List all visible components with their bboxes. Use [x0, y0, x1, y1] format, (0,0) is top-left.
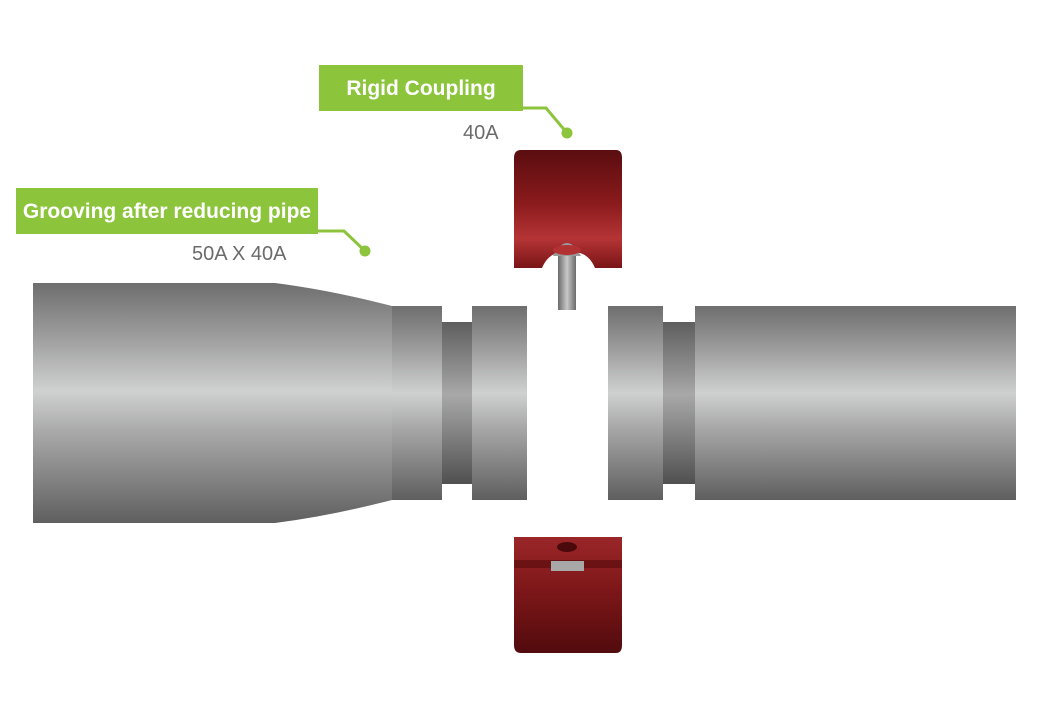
grooving-label: Grooving after reducing pipe: [16, 188, 318, 234]
right-pipe-body: [695, 306, 1016, 500]
coupling-top-half: [514, 150, 622, 310]
coupling-bolt: [558, 256, 576, 310]
left-groove: [442, 322, 472, 484]
grooving-size: 50A X 40A: [192, 243, 287, 265]
rigid-coupling-label: Rigid Coupling: [319, 65, 523, 111]
reducer-body: [33, 283, 392, 523]
right-pipe: [608, 306, 1016, 500]
right-groove: [663, 322, 695, 484]
right-pipe-end: [608, 306, 663, 500]
bolt-nut: [551, 561, 584, 571]
rigid-coupling-size: 40A: [463, 122, 499, 144]
coupling-bottom-half: [514, 537, 622, 653]
coupling-leader-dot: [561, 127, 573, 139]
left-pipe-section: [392, 306, 442, 500]
left-pipe-end: [472, 306, 527, 500]
bolt-hole: [557, 542, 577, 552]
coupling-leader: [520, 106, 573, 139]
grooving-leader-dot: [359, 245, 371, 257]
left-reducing-pipe: [33, 283, 527, 523]
grooving-leader: [316, 229, 371, 257]
